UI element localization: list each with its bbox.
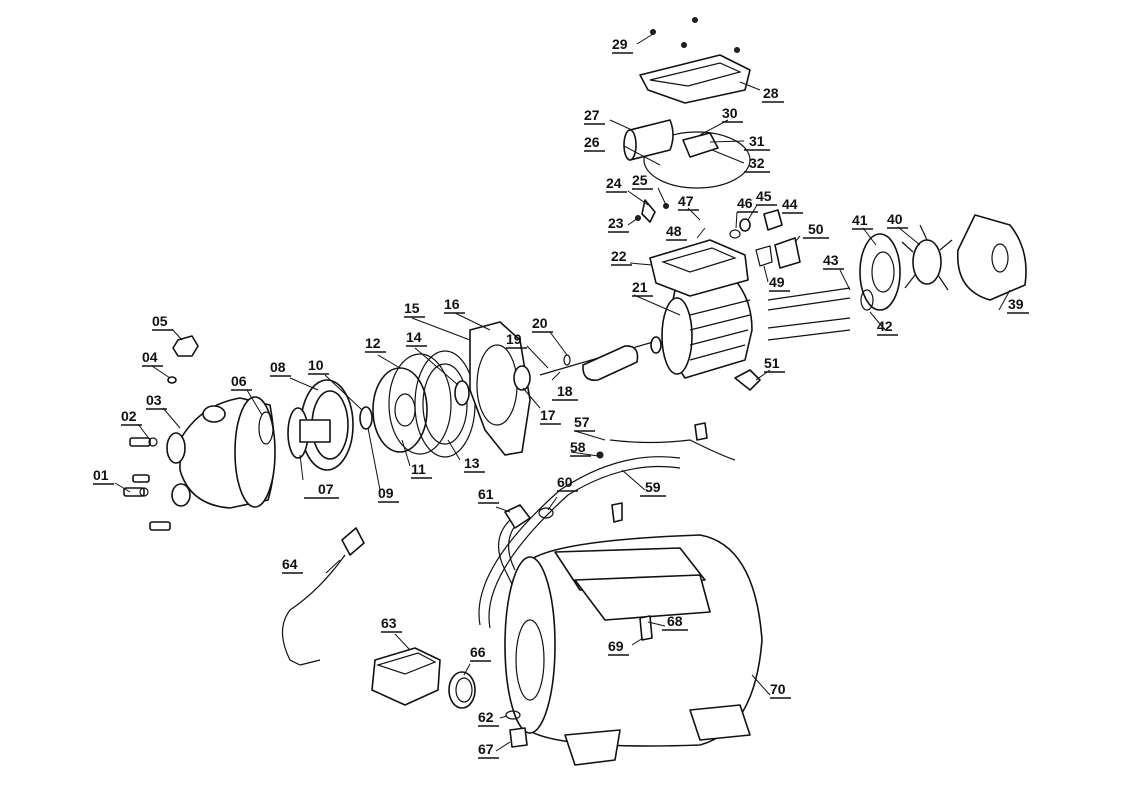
part-label-64: 64 (282, 556, 298, 572)
bearing-icon (513, 365, 531, 391)
power-plug-icon (281, 527, 365, 666)
part-label-28: 28 (763, 85, 779, 101)
part-label-05: 05 (152, 313, 168, 329)
part-label-41: 41 (852, 212, 868, 228)
part-label-40: 40 (887, 211, 903, 227)
part-label-68: 68 (667, 613, 683, 629)
part-labels: 01 02 03 04 05 06 07 08 09 10 11 12 13 1… (93, 36, 1029, 759)
part-label-06: 06 (231, 373, 247, 389)
air-valve-icon (639, 615, 653, 641)
part-label-31: 31 (749, 133, 765, 149)
leader-lines (114, 33, 1011, 752)
part-label-50: 50 (808, 221, 824, 237)
part-label-03: 03 (146, 392, 162, 408)
capacitor-icon (623, 119, 674, 161)
part-label-57: 57 (574, 414, 590, 430)
part-label-21: 21 (632, 279, 648, 295)
part-label-18: 18 (557, 383, 573, 399)
motor-foot-icon (734, 369, 761, 391)
part-label-70: 70 (770, 681, 786, 697)
cable-icon (596, 422, 736, 461)
part-label-04: 04 (142, 349, 158, 365)
part-label-30: 30 (722, 105, 738, 121)
fitting-icon (509, 727, 528, 748)
part-label-26: 26 (584, 134, 600, 150)
part-label-60: 60 (557, 474, 573, 490)
pressure-hose-icon (478, 456, 681, 629)
part-label-01: 01 (93, 467, 109, 483)
part-label-49: 49 (769, 274, 785, 290)
mechanical-seal-icon (454, 380, 470, 406)
part-label-17: 17 (540, 407, 556, 423)
part-label-61: 61 (478, 486, 494, 502)
impeller-icon (372, 367, 428, 453)
part-label-24: 24 (606, 175, 622, 191)
pressure-gauge-icon (448, 671, 476, 709)
rotor-icon (539, 336, 662, 382)
screw-icon (650, 17, 740, 53)
part-label-08: 08 (270, 359, 286, 375)
part-label-14: 14 (406, 329, 422, 345)
part-label-62: 62 (478, 709, 494, 725)
part-label-32: 32 (749, 155, 765, 171)
part-label-23: 23 (608, 215, 624, 231)
part-label-48: 48 (666, 223, 682, 239)
part-label-67: 67 (478, 741, 494, 757)
gasket-ring-icon (643, 131, 751, 189)
part-label-66: 66 (470, 644, 486, 660)
part-label-22: 22 (611, 248, 627, 264)
fan-icon (901, 224, 953, 291)
o-ring-icon (258, 411, 274, 445)
part-label-11: 11 (411, 461, 426, 477)
terminal-box-cover-icon (639, 54, 751, 104)
part-label-45: 45 (756, 188, 772, 204)
filler-plug-icon (167, 335, 199, 384)
part-label-51: 51 (764, 355, 780, 371)
part-label-39: 39 (1008, 296, 1024, 312)
fan-hood-icon (957, 214, 1027, 301)
part-label-44: 44 (782, 196, 798, 212)
terminal-block-icon (682, 132, 719, 158)
switch-cap-icon (763, 209, 783, 231)
part-label-10: 10 (308, 357, 324, 373)
seal-ring-icon (388, 353, 452, 455)
tie-rod-icon (767, 287, 851, 341)
pump-housing-icon (123, 396, 276, 531)
part-label-16: 16 (444, 296, 460, 312)
part-label-19: 19 (506, 331, 522, 347)
part-label-25: 25 (632, 172, 648, 188)
part-label-15: 15 (404, 300, 420, 316)
part-label-09: 09 (378, 485, 394, 501)
pressure-tank-icon (504, 534, 763, 766)
part-label-12: 12 (365, 335, 381, 351)
part-label-27: 27 (584, 107, 600, 123)
part-label-43: 43 (823, 252, 839, 268)
part-label-07: 07 (318, 481, 334, 497)
part-label-42: 42 (877, 318, 893, 334)
electric-motor-icon (661, 279, 753, 379)
terminal-box-base-icon (649, 239, 749, 297)
diffuser-icon (287, 379, 354, 471)
pressure-switch-icon (371, 647, 441, 706)
part-label-69: 69 (608, 638, 624, 654)
part-label-46: 46 (737, 195, 753, 211)
impeller-seal-icon (359, 406, 373, 430)
switch-icon (774, 237, 801, 269)
part-label-58: 58 (570, 439, 586, 455)
part-label-02: 02 (121, 408, 137, 424)
part-label-20: 20 (532, 315, 548, 331)
part-label-59: 59 (645, 479, 661, 495)
part-label-47: 47 (678, 193, 694, 209)
cable-clamp-icon (641, 199, 656, 223)
part-label-63: 63 (381, 615, 397, 631)
part-label-29: 29 (612, 36, 628, 52)
part-label-13: 13 (464, 455, 480, 471)
